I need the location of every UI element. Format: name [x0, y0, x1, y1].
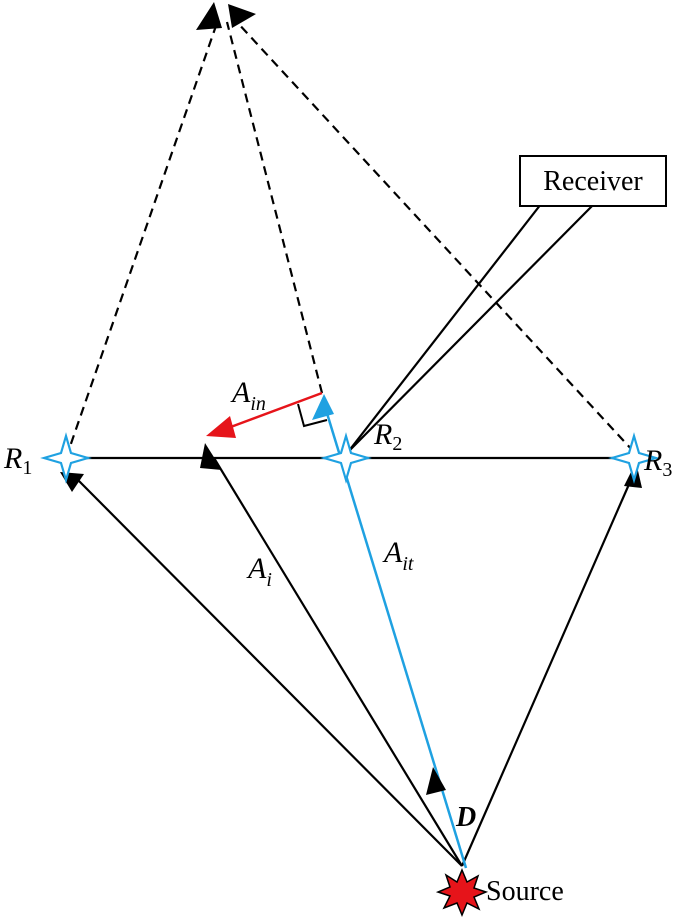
receiver-markers: [40, 432, 660, 484]
vector-ain: [227, 391, 323, 430]
label-d: D: [455, 802, 476, 833]
label-r2: R2: [373, 418, 402, 455]
arrowhead-ait: [312, 394, 334, 420]
vector-to-r1: [77, 479, 463, 867]
top-arrowheads: [196, 2, 256, 30]
four-point-star-icon: [320, 432, 372, 484]
four-point-star-icon: [608, 432, 660, 484]
dashed-line-ain-top: [225, 21, 324, 394]
labels: R1 R2 R3 Ai Ait Ain D Source: [3, 376, 672, 907]
receiver-callout-label: Receiver: [543, 166, 643, 197]
top-arrowhead-right: [228, 4, 256, 28]
label-r1: R1: [3, 442, 32, 479]
label-ain: Ain: [230, 376, 266, 415]
right-angle-mark: [297, 403, 328, 428]
explosion-burst-icon: [435, 868, 489, 917]
receiver-callout-lines: [347, 194, 599, 453]
vector-ai: [213, 457, 463, 867]
label-r3: R3: [643, 444, 672, 481]
top-arrowhead-left: [196, 2, 222, 30]
label-ait: Ait: [382, 536, 414, 575]
vector-to-r3: [460, 481, 632, 867]
source-vectors: [77, 457, 632, 867]
vector-ait: [324, 409, 468, 869]
callout-line-1: [347, 194, 549, 453]
four-point-star-icon: [40, 432, 92, 484]
dashed-line-r3-top: [234, 19, 635, 453]
receiver-callout-box: [519, 155, 667, 207]
arrowhead-ain: [206, 416, 236, 438]
arrowhead-ai: [200, 443, 222, 470]
dashed-line-r1-top: [64, 19, 220, 459]
label-source: Source: [486, 876, 564, 907]
callout-line-2: [347, 199, 599, 453]
dashed-lines: [64, 19, 635, 459]
label-ai: Ai: [246, 552, 272, 591]
arrowhead-d: [426, 767, 446, 795]
